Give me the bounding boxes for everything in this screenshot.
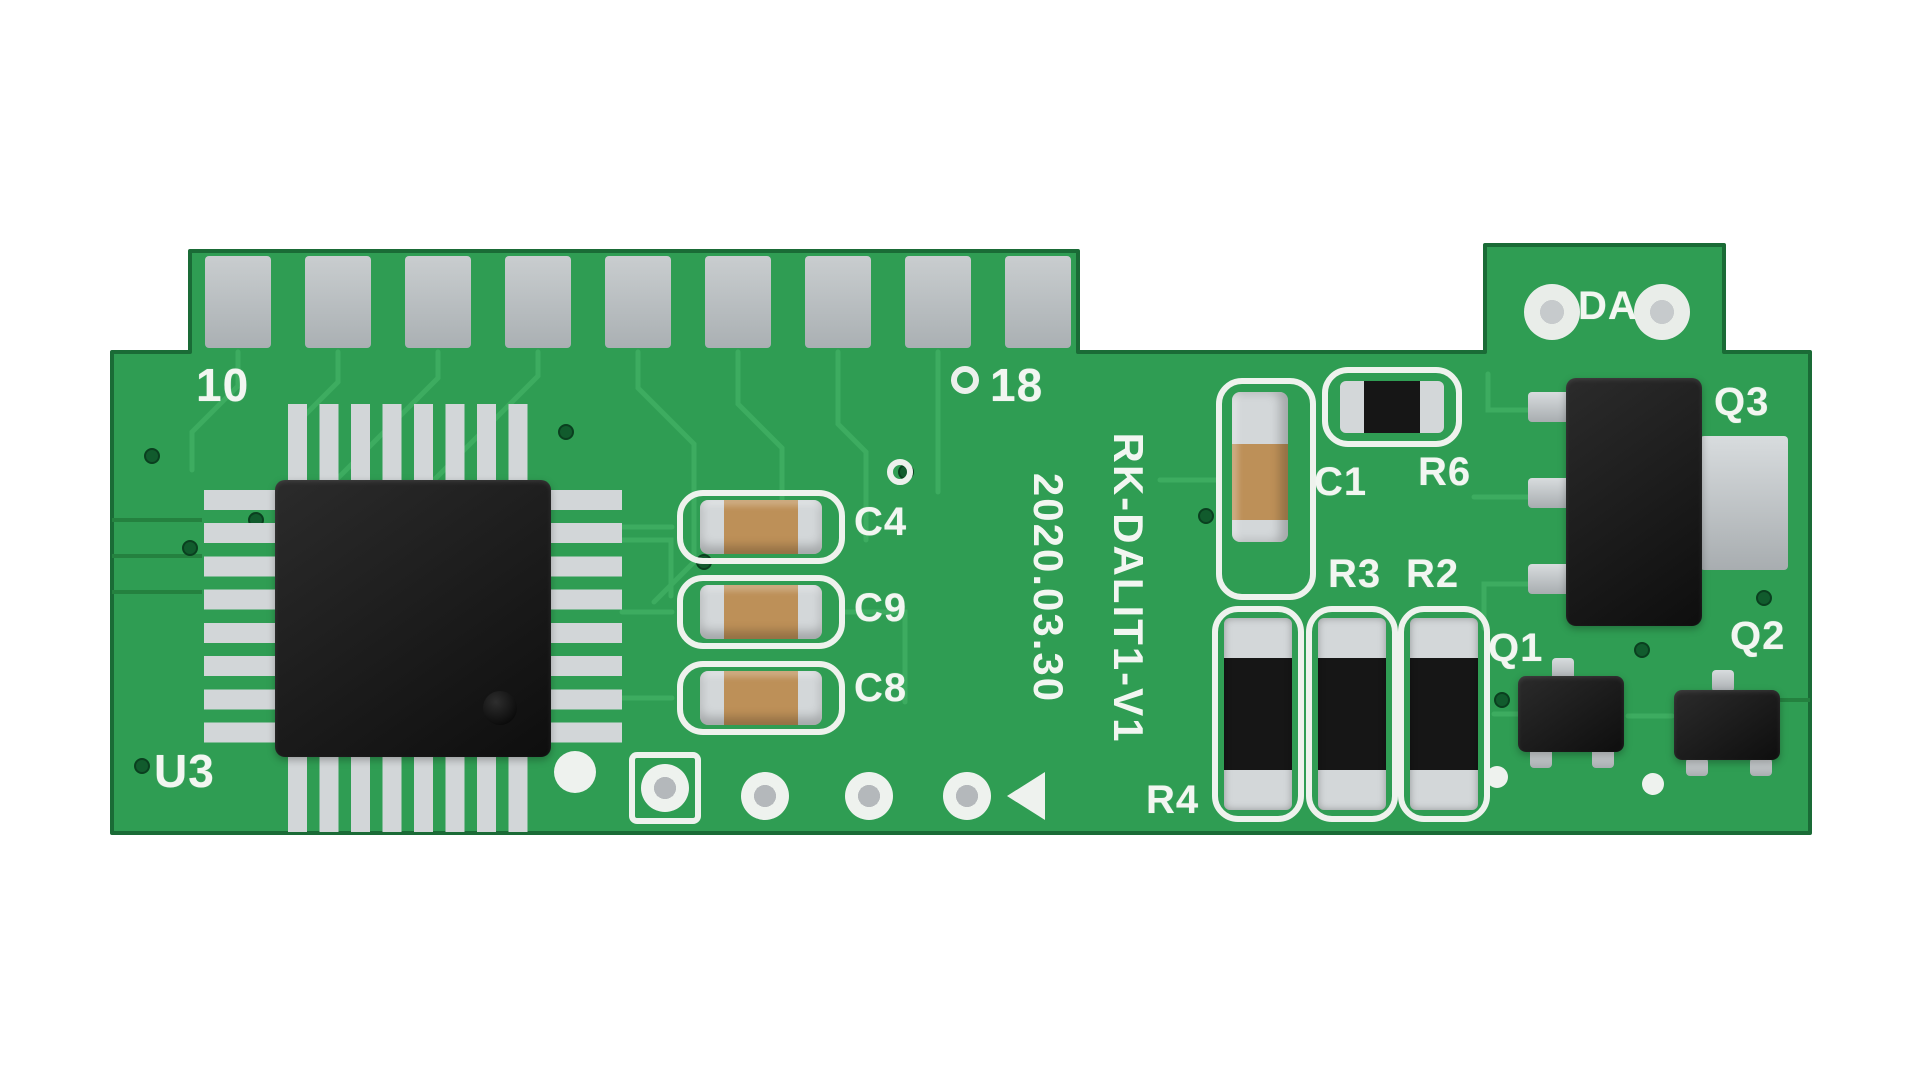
via xyxy=(1494,692,1510,708)
capacitor-c8-outline xyxy=(677,661,845,735)
transistor-q2-lead xyxy=(1750,758,1772,776)
ic-u3-leads-top xyxy=(288,404,540,482)
via xyxy=(1198,508,1214,524)
transistor-q3-lead xyxy=(1528,478,1572,508)
via xyxy=(1756,590,1772,606)
transistor-q1-lead xyxy=(1530,748,1552,768)
silk-ring-holes xyxy=(887,366,979,485)
label-r3: R3 xyxy=(1328,552,1382,596)
transistor-q2-lead xyxy=(1686,758,1708,776)
label-da: DA xyxy=(1578,284,1638,328)
da-pad-left xyxy=(1524,284,1580,340)
transistor-q3-body xyxy=(1566,378,1702,626)
resistor-r4 xyxy=(1224,618,1292,810)
connector-pad xyxy=(605,256,671,348)
connector-pad xyxy=(805,256,871,348)
transistor-q3-lead xyxy=(1528,392,1572,422)
through-hole-pad xyxy=(845,772,893,820)
label-r6: R6 xyxy=(1418,450,1472,494)
transistor-q3-lead xyxy=(1528,564,1572,594)
resistor-r6 xyxy=(1340,381,1444,433)
resistor-r3-outline xyxy=(1306,606,1398,822)
via xyxy=(558,424,574,440)
via xyxy=(134,758,150,774)
ic-u3-leads-right xyxy=(550,490,622,756)
connector-pad xyxy=(505,256,571,348)
label-c1: C1 xyxy=(1314,460,1368,504)
capacitor-c9-outline xyxy=(677,575,845,649)
connector-pad xyxy=(1005,256,1071,348)
resistor-r3 xyxy=(1318,618,1386,810)
ic-u3-pin1-dot xyxy=(483,691,517,725)
transistor-q1-body xyxy=(1518,676,1624,752)
via xyxy=(144,448,160,464)
capacitor-c1-outline xyxy=(1216,378,1316,600)
silk-dot xyxy=(1486,766,1508,788)
transistor-q3-tab xyxy=(1700,436,1788,570)
connector-pad xyxy=(705,256,771,348)
label-date: 2020.03.30 xyxy=(1025,472,1072,704)
label-pin-10: 10 xyxy=(196,359,250,411)
ic-u3-leads-left xyxy=(204,490,276,756)
label-q2: Q2 xyxy=(1730,614,1786,658)
label-pin-18: 18 xyxy=(990,359,1044,411)
transistor-q1-lead xyxy=(1592,748,1614,768)
connector-pad xyxy=(905,256,971,348)
resistor-r4-outline xyxy=(1212,606,1304,822)
ring-hole xyxy=(887,459,913,485)
capacitor-c4-outline xyxy=(677,490,845,564)
transistor-q1-lead xyxy=(1552,658,1574,680)
capacitor-c1 xyxy=(1232,392,1288,542)
label-r2: R2 xyxy=(1406,552,1460,596)
transistor-q2-body xyxy=(1674,690,1780,760)
connector-pad xyxy=(205,256,271,348)
transistor-q2-lead xyxy=(1712,670,1734,692)
through-hole-pad xyxy=(641,764,689,812)
connector-pad xyxy=(305,256,371,348)
via xyxy=(182,540,198,556)
da-pad-right xyxy=(1634,284,1690,340)
label-c4: C4 xyxy=(854,500,908,544)
ring-hole xyxy=(951,366,979,394)
dark-traces xyxy=(112,518,1810,702)
via xyxy=(1634,642,1650,658)
silk-dot xyxy=(554,751,596,793)
resistor-r2-outline xyxy=(1398,606,1490,822)
label-q1: Q1 xyxy=(1488,626,1544,670)
pad1-silk-square xyxy=(629,752,701,824)
through-hole-pad xyxy=(741,772,789,820)
silk-dot xyxy=(1642,773,1664,795)
label-model: RK-DALIT1-V1 xyxy=(1105,432,1152,744)
ic-u3-body xyxy=(275,480,551,757)
resistor-r2 xyxy=(1410,618,1478,810)
label-r4: R4 xyxy=(1146,778,1200,822)
label-c8: C8 xyxy=(854,666,908,710)
resistor-r6-outline xyxy=(1322,367,1462,447)
silk-triangle-marker xyxy=(1007,772,1045,820)
ic-u3-leads-bottom xyxy=(288,756,540,832)
label-q3: Q3 xyxy=(1714,380,1770,424)
label-u3: U3 xyxy=(154,745,215,797)
capacitor-c8 xyxy=(700,671,822,725)
through-hole-pad xyxy=(943,772,991,820)
connector-pad xyxy=(405,256,471,348)
capacitor-c4 xyxy=(700,500,822,554)
label-c9: C9 xyxy=(854,586,908,630)
capacitor-c9 xyxy=(700,585,822,639)
